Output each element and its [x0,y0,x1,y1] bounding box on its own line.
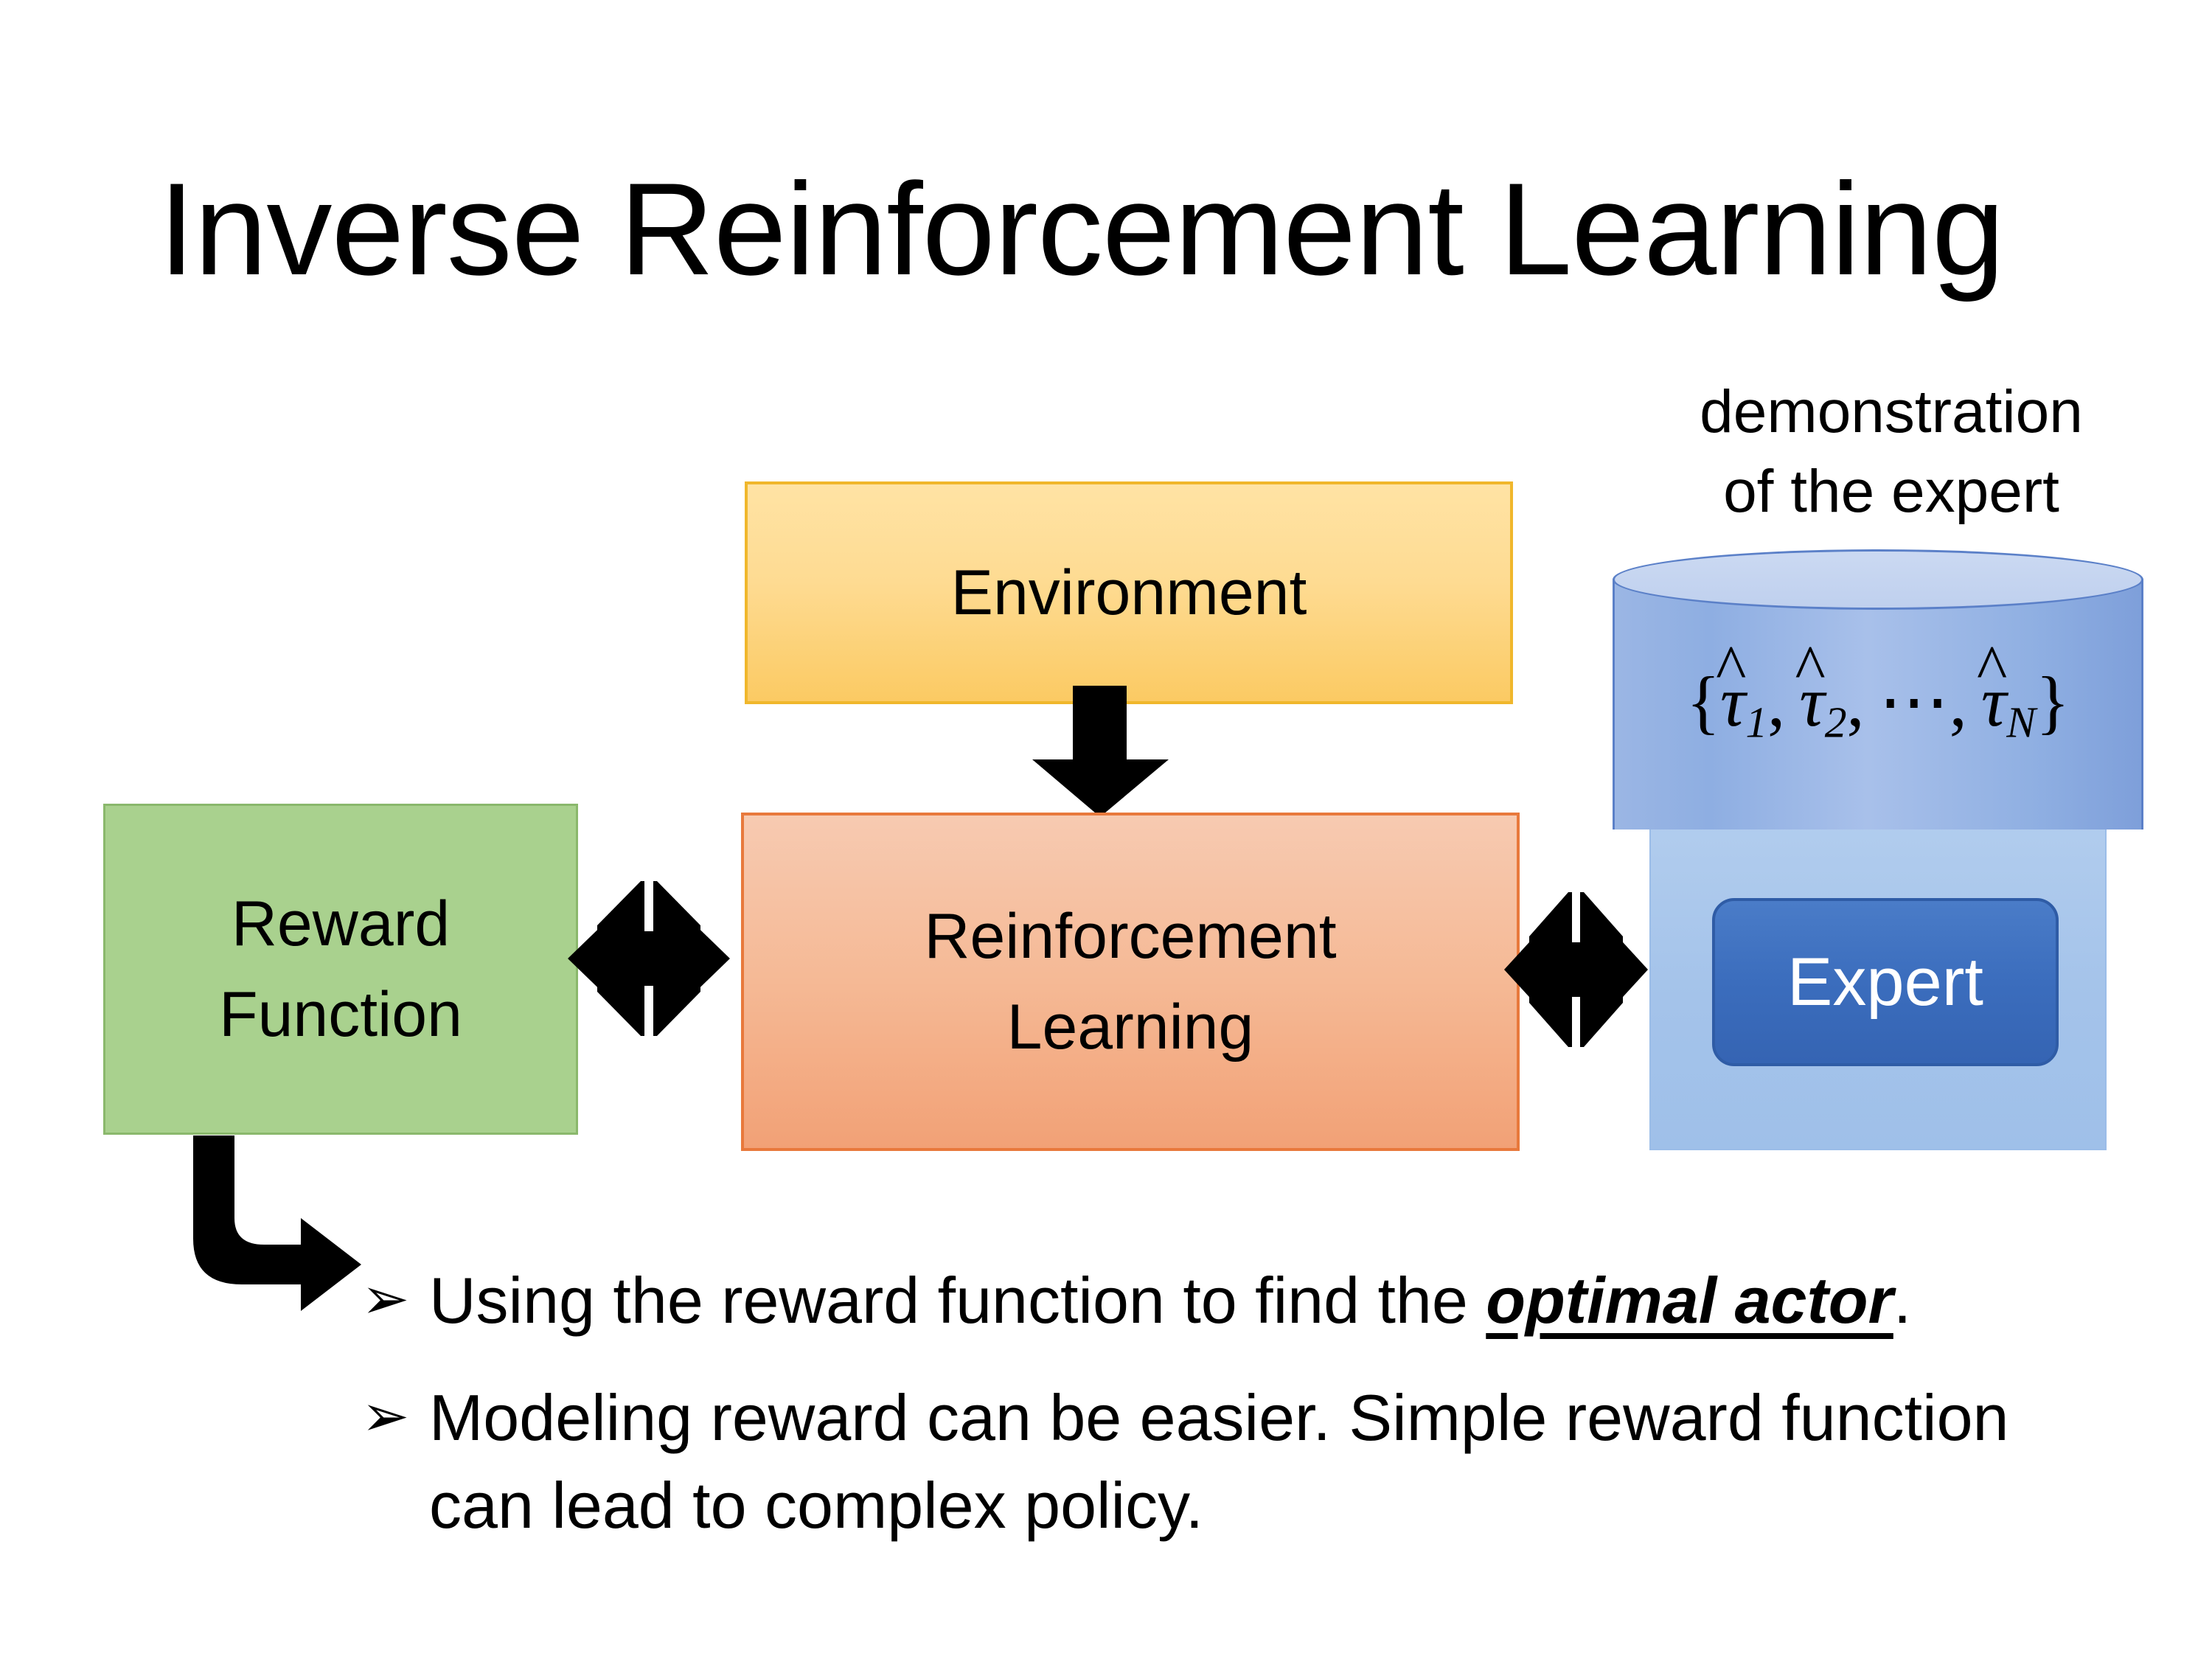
formula-sub-2: 2 [1824,698,1847,747]
formula-sub-n: N [2006,698,2036,747]
bullet-text-2: Modeling reward can be easier. Simple re… [429,1380,2009,1542]
bullet-1-emphasis: optimal actor [1486,1264,1893,1337]
list-item: ➢ Modeling reward can be easier. Simple … [361,1374,2094,1550]
reinforcement-learning-box[interactable]: Reinforcement Learning [741,813,1520,1151]
trajectory-set-formula: {τ1, τ2, ⋯, τN} [1613,660,2143,748]
rl-label-line2: Learning [1006,991,1254,1062]
demonstration-caption: demonstration of the expert [1633,372,2149,532]
arrow-reward-to-bullets-elbow [193,1135,361,1311]
bullet-1-text-after: . [1893,1264,1912,1337]
reward-function-box-label: Reward Function [105,879,576,1059]
rl-label-line1: Reinforcement [924,901,1337,973]
formula-sub-1: 1 [1745,698,1768,747]
bullet-1-text-before: Using the reward function to find the [429,1264,1486,1337]
formula-tau-1: τ [1720,661,1745,742]
formula-tau-n: τ [1981,661,2006,742]
reward-function-label-line1: Reward [231,888,451,960]
reward-function-box[interactable]: Reward Function [103,804,578,1135]
bullet-text-1: Using the reward function to find the op… [429,1257,2094,1345]
formula-comma-3: , [1949,662,1967,741]
formula-ellipsis: ⋯ [1878,662,1950,741]
cylinder-body [1613,579,2143,830]
formula-comma-2: , [1846,662,1865,741]
bullet-list: ➢ Using the reward function to find the … [361,1257,2094,1579]
reward-function-label-line2: Function [219,978,462,1050]
arrow-environment-to-rl [1032,686,1169,817]
bullet-arrow-icon: ➢ [361,1266,410,1331]
list-item: ➢ Using the reward function to find the … [361,1257,2094,1345]
page-title: Inverse Reinforcement Learning [159,156,2005,302]
formula-close-brace: } [2035,662,2070,741]
bullet-arrow-icon: ➢ [361,1382,410,1448]
formula-comma-1: , [1767,662,1786,741]
environment-box[interactable]: Environment [745,481,1513,704]
cylinder-top-ellipse [1613,549,2143,610]
expert-box[interactable]: Expert [1712,898,2059,1066]
arrow-reward-to-rl-quad [568,881,730,1036]
arrow-rl-to-expert-quad [1504,892,1648,1047]
environment-box-label: Environment [950,557,1307,628]
formula-open-brace: { [1686,662,1721,741]
reinforcement-learning-box-label: Reinforcement Learning [924,891,1336,1071]
formula-tau-2: τ [1799,661,1824,742]
demonstration-caption-line1: demonstration [1700,378,2083,445]
demonstration-cylinder: {τ1, τ2, ⋯, τN} [1613,549,2143,859]
demonstration-caption-line2: of the expert [1723,458,2059,526]
expert-box-label: Expert [1787,944,1983,1020]
